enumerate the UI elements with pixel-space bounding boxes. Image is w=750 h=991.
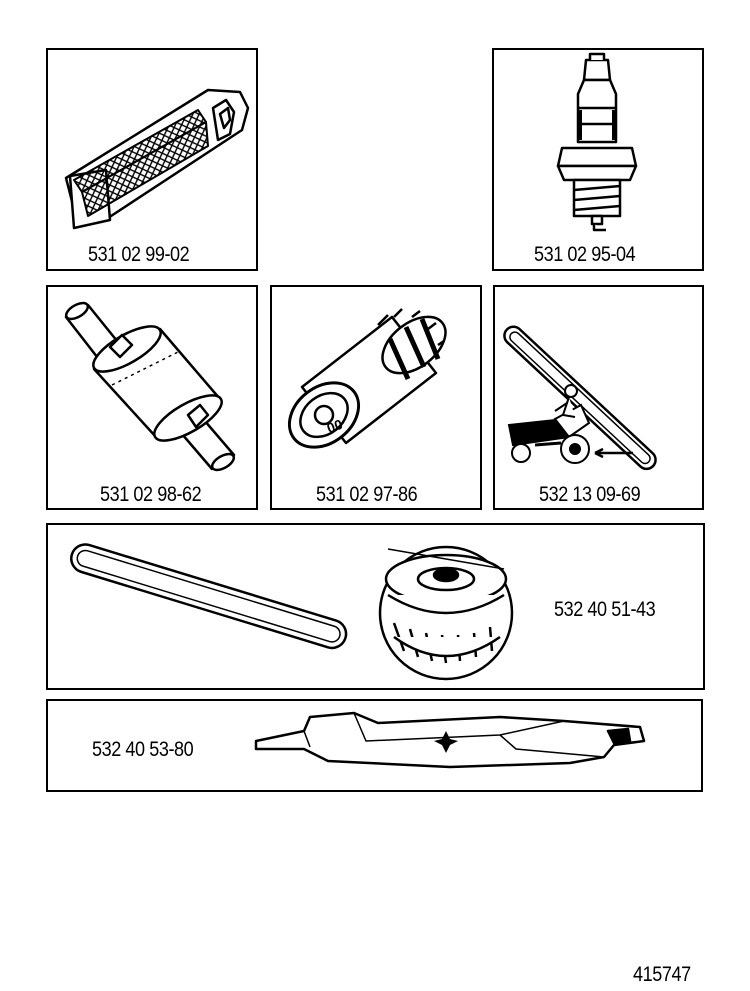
direction-arrow-icon bbox=[595, 449, 633, 457]
part-number-oil-filter: 531 02 97-86 bbox=[316, 483, 418, 506]
reference-number: 415747 bbox=[633, 963, 691, 986]
part-number-blade: 532 40 53-80 bbox=[92, 738, 194, 761]
part-panel-oil-filter: 00 531 02 97-86 bbox=[270, 285, 482, 510]
pulley-illustration bbox=[380, 547, 512, 679]
part-number-fuel-filter: 531 02 98-62 bbox=[100, 483, 202, 506]
part-panel-blade: 532 40 53-80 bbox=[46, 699, 703, 792]
part-panel-air-filter: 531 02 99-02 bbox=[46, 48, 258, 271]
fuel-filter-illustration bbox=[48, 287, 260, 512]
blade-star-icon bbox=[434, 731, 458, 753]
tractor-icon bbox=[509, 385, 589, 463]
part-panel-fuel-filter: 531 02 98-62 bbox=[46, 285, 258, 510]
part-number-deck-belt-pulley: 532 40 51-43 bbox=[554, 598, 656, 621]
deck-belt-illustration bbox=[48, 525, 707, 692]
part-panel-spark-plug: 531 02 95-04 bbox=[492, 48, 704, 271]
oil-filter-marking: 00 bbox=[325, 416, 345, 436]
part-number-air-filter: 531 02 99-02 bbox=[88, 243, 190, 266]
spark-plug-illustration bbox=[494, 50, 706, 273]
oil-filter-illustration: 00 bbox=[272, 287, 484, 512]
part-panel-drive-belt: 532 13 09-69 bbox=[493, 285, 704, 510]
drive-belt-illustration bbox=[495, 287, 706, 512]
blade-illustration bbox=[48, 701, 705, 794]
part-panel-deck-belt-pulley: 532 40 51-43 bbox=[46, 523, 705, 690]
part-number-spark-plug: 531 02 95-04 bbox=[534, 243, 636, 266]
part-number-drive-belt: 532 13 09-69 bbox=[539, 483, 641, 506]
air-filter-illustration bbox=[48, 50, 260, 273]
